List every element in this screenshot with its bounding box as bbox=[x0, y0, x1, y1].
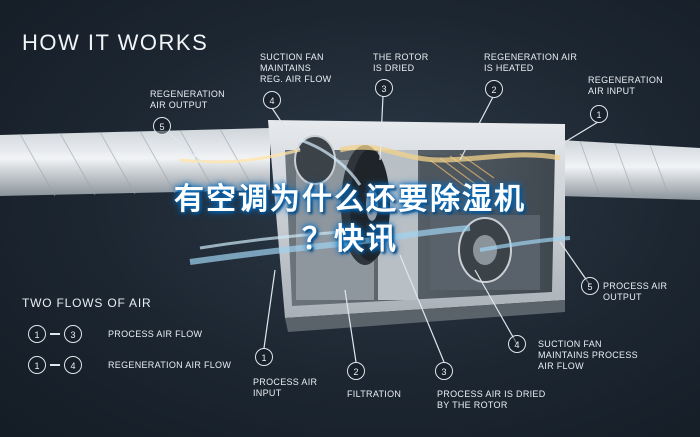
legend-row-regeneration: 1 4 REGENERATION AIR FLOW bbox=[28, 355, 231, 375]
callout-leaders bbox=[169, 95, 599, 363]
callout-badge-filtration: 2 bbox=[347, 362, 365, 380]
callout-badge-suction-fan-process: 4 bbox=[508, 335, 526, 353]
legend-row-process: 1 3 PROCESS AIR FLOW bbox=[28, 324, 202, 344]
legend-badge-to: 4 bbox=[64, 356, 82, 374]
callout-badge-process-dried: 3 bbox=[435, 362, 453, 380]
suction-fan-regen bbox=[294, 135, 336, 185]
legend-badge-to: 3 bbox=[64, 325, 82, 343]
callout-badge-regen-heated: 2 bbox=[485, 80, 503, 98]
callout-label-rotor-dried: THE ROTOR IS DRIED bbox=[373, 52, 429, 73]
callout-label-process-dried: PROCESS AIR IS DRIED BY THE ROTOR bbox=[437, 389, 546, 410]
callout-badge-rotor-dried: 3 bbox=[375, 79, 393, 97]
overlay-headline: 有空调为什么还要除湿机 ？快讯 bbox=[100, 180, 600, 260]
legend-badge-from: 1 bbox=[28, 356, 46, 374]
callout-label-suction-fan-process: SUCTION FAN MAINTAINS PROCESS AIR FLOW bbox=[538, 339, 638, 371]
callout-badge-regen-input: 1 bbox=[590, 105, 608, 123]
right-duct bbox=[560, 140, 700, 200]
callout-label-regen-output: REGENERATION AIR OUTPUT bbox=[150, 89, 225, 110]
legend-label-regeneration: REGENERATION AIR FLOW bbox=[108, 360, 232, 370]
legend-label-process: PROCESS AIR FLOW bbox=[108, 329, 203, 339]
callout-badge-process-output: 5 bbox=[581, 277, 599, 295]
legend-dash bbox=[50, 364, 60, 366]
legend-badge-from: 1 bbox=[28, 325, 46, 343]
callout-label-filtration: FILTRATION bbox=[347, 389, 402, 399]
legend-title: TWO FLOWS OF AIR bbox=[22, 296, 152, 310]
callout-label-regen-heated: REGENERATION AIR IS HEATED bbox=[484, 52, 578, 73]
callout-label-regen-input: REGENERATION AIR INPUT bbox=[588, 75, 663, 96]
page-title: HOW IT WORKS bbox=[22, 30, 209, 55]
regeneration-air-flow bbox=[179, 144, 561, 164]
left-duct bbox=[0, 128, 270, 197]
overlay-line-1: 有空调为什么还要除湿机 bbox=[174, 182, 526, 217]
callout-label-suction-fan-regen: SUCTION FAN MAINTAINS REG. AIR FLOW bbox=[260, 52, 332, 84]
callout-badge-process-input: 1 bbox=[255, 348, 273, 366]
process-air-flow bbox=[189, 138, 571, 265]
callout-label-process-input: PROCESS AIR INPUT bbox=[253, 377, 318, 398]
callout-badge-regen-output: 5 bbox=[153, 117, 171, 135]
legend-dash bbox=[50, 333, 60, 335]
callout-label-process-output: PROCESS AIR OUTPUT bbox=[603, 281, 668, 302]
overlay-line-2: ？快讯 bbox=[302, 222, 398, 257]
callout-badge-suction-fan-regen: 4 bbox=[263, 91, 281, 109]
